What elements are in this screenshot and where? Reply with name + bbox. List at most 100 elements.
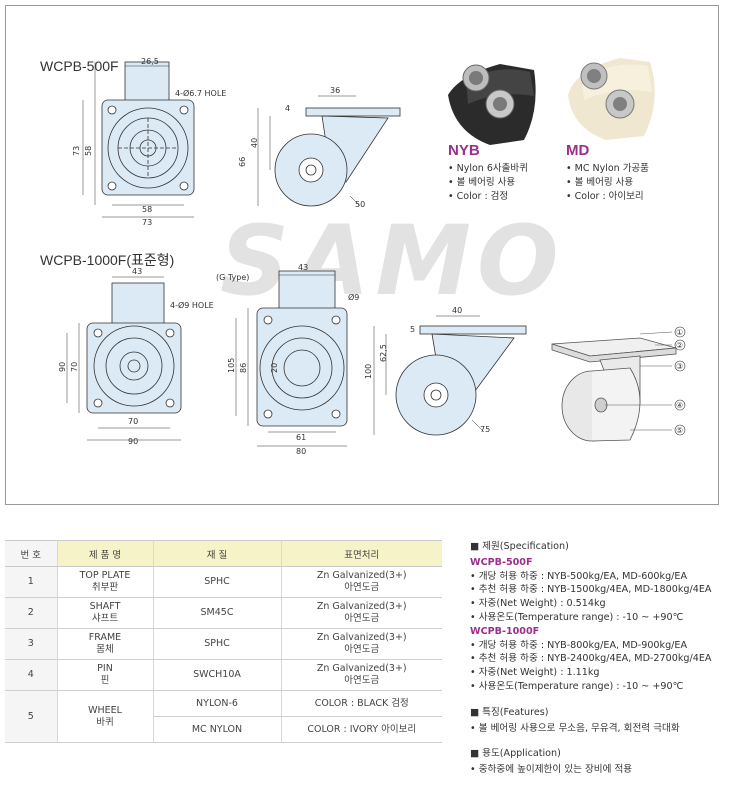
cell-finish: COLOR : BLACK 검정 bbox=[281, 690, 442, 717]
product-nyb-item: Nylon 6사출바퀴 bbox=[448, 162, 528, 176]
cell-material: SPHC bbox=[153, 628, 282, 660]
cell-material: SWCH10A bbox=[153, 659, 282, 691]
cell-material: NYLON-6 bbox=[153, 690, 282, 717]
spec-list-500: 개당 허용 하중 : NYB-500kg/EA, MD-600kg/EA 추천 … bbox=[470, 570, 725, 625]
dim-g-9: Ø9 bbox=[348, 292, 359, 302]
dim-1000-top: 43 bbox=[132, 267, 142, 276]
dim-1000-h90: 90 bbox=[58, 362, 67, 372]
cell-no: 1 bbox=[5, 566, 58, 598]
header-material: 재 질 bbox=[153, 540, 282, 567]
dim-1000-side100: 100 bbox=[364, 364, 373, 379]
dim-1000-hole: 4-Ø9 HOLE bbox=[170, 300, 214, 310]
name-en: TOP PLATE bbox=[79, 570, 131, 581]
features-block: 특징(Features) 볼 베어링 사용으로 무소음, 무유격, 회전력 극대… bbox=[470, 706, 725, 736]
dim-1000-w90: 90 bbox=[128, 437, 138, 446]
product-md-item: MC Nylon 가공품 bbox=[566, 162, 649, 176]
callout-3: ③ bbox=[676, 362, 683, 371]
application-title: 용도(Application) bbox=[470, 747, 725, 761]
cell-finish: Zn Galvanized(3+)아연도금 bbox=[281, 628, 442, 660]
finish-en: Zn Galvanized(3+) bbox=[316, 601, 407, 612]
dim-500-hole: 4-Ø6.7 HOLE bbox=[175, 88, 226, 98]
dim-g-43: 43 bbox=[298, 263, 308, 272]
dim-g-105: 105 bbox=[227, 358, 236, 373]
finish-ko: 아연도금 bbox=[344, 582, 380, 593]
callout-2: ② bbox=[676, 341, 683, 350]
header-no: 번 호 bbox=[5, 540, 58, 567]
name-en: PIN bbox=[97, 663, 113, 674]
cell-no: 3 bbox=[5, 628, 58, 660]
product-md-list: MC Nylon 가공품 볼 베어링 사용 Color : 아이보리 bbox=[566, 162, 649, 204]
spec-title: 제원(Specification) bbox=[470, 540, 725, 554]
dim-g-86: 86 bbox=[239, 363, 248, 373]
cell-material: SPHC bbox=[153, 566, 282, 598]
side-view-1000 bbox=[373, 315, 527, 436]
dim-500-h58: 58 bbox=[84, 146, 93, 156]
model-label-500: WCPB-500F bbox=[40, 58, 119, 74]
finish-en: Zn Galvanized(3+) bbox=[316, 663, 407, 674]
callout-markers bbox=[674, 326, 686, 436]
spec-list-1000: 개당 허용 하중 : NYB-800kg/EA, MD-900kg/EA 추천 … bbox=[470, 639, 725, 694]
nyb-wheel-photo bbox=[448, 64, 536, 145]
finish-en: Zn Galvanized(3+) bbox=[316, 570, 407, 581]
name-en: WHEEL bbox=[88, 704, 122, 716]
application-block: 용도(Application) 중하중에 높이제한이 있는 장비에 적용 bbox=[470, 747, 725, 777]
dim-500-side4: 4 bbox=[285, 104, 290, 113]
technical-drawings: 26,5 4-Ø6.7 HOLE 73 58 58 73 36 4 40 66 … bbox=[58, 57, 686, 456]
spec-item: 사용온도(Temperature range) : -10 ~ +90℃ bbox=[470, 680, 725, 694]
name-ko: 몸체 bbox=[96, 644, 114, 655]
table-header-row: 번 호 제 품 명 재 질 표면처리 bbox=[5, 540, 442, 567]
callout-5: ⑤ bbox=[676, 426, 683, 435]
cell-no: 5 bbox=[5, 690, 58, 743]
dim-500-wheel: 50 bbox=[355, 200, 365, 209]
product-nyb-item: 볼 베어링 사용 bbox=[448, 176, 528, 190]
dim-500-h73: 73 bbox=[72, 146, 81, 156]
cell-finish: Zn Galvanized(3+)아연도금 bbox=[281, 659, 442, 691]
cell-finish: Zn Galvanized(3+)아연도금 bbox=[281, 566, 442, 598]
cell-finish: Zn Galvanized(3+)아연도금 bbox=[281, 597, 442, 629]
samo-watermark: SAMO bbox=[220, 205, 565, 317]
cell-material: MC NYLON bbox=[153, 716, 282, 743]
finish-ko: 아연도금 bbox=[344, 613, 380, 624]
name-en: FRAME bbox=[88, 632, 122, 643]
features-item: 볼 베어링 사용으로 무소음, 무유격, 회전력 극대화 bbox=[470, 722, 725, 736]
name-ko: 취부판 bbox=[91, 582, 119, 593]
features-title: 특징(Features) bbox=[470, 706, 725, 720]
spec-item: 사용온도(Temperature range) : -10 ~ +90℃ bbox=[470, 611, 725, 625]
finish-ko: 아연도금 bbox=[344, 675, 380, 686]
product-md-item: Color : 아이보리 bbox=[566, 190, 649, 204]
spec-item: 자중(Net Weight) : 1.11kg bbox=[470, 666, 725, 680]
spec-block: 제원(Specification) WCPB-500F 개당 허용 하중 : N… bbox=[470, 540, 725, 694]
dim-g-61: 61 bbox=[296, 433, 306, 442]
product-nyb-list: Nylon 6사출바퀴 볼 베어링 사용 Color : 검정 bbox=[448, 162, 528, 204]
name-ko: 샤프트 bbox=[91, 613, 119, 624]
table-row-wheel-b: MC NYLON COLOR : IVORY 아이보리 bbox=[5, 716, 442, 743]
application-list: 중하중에 높이제한이 있는 장비에 적용 bbox=[470, 763, 725, 777]
spec-item: 자중(Net Weight) : 0.514kg bbox=[470, 597, 725, 611]
dim-500-top: 26,5 bbox=[141, 57, 159, 66]
dim-500-side36: 36 bbox=[330, 86, 340, 95]
product-nyb-title: NYB bbox=[448, 142, 480, 159]
dim-1000-w70: 70 bbox=[128, 417, 138, 426]
md-wheel-photo bbox=[568, 58, 655, 140]
product-nyb-item: Color : 검정 bbox=[448, 190, 528, 204]
dim-1000-side5: 5 bbox=[410, 325, 415, 334]
spec-item: 개당 허용 하중 : NYB-800kg/EA, MD-900kg/EA bbox=[470, 639, 725, 653]
spec-item: 추천 허용 하중 : NYB-2400kg/4EA, MD-2700kg/4EA bbox=[470, 652, 725, 666]
g-type-view bbox=[235, 270, 348, 447]
finish-ko: 아연도금 bbox=[344, 644, 380, 655]
name-ko: 핀 bbox=[100, 675, 110, 686]
side-view-500 bbox=[257, 95, 401, 207]
spec-panel: 제원(Specification) WCPB-500F 개당 허용 하중 : N… bbox=[470, 540, 725, 789]
dim-1000-side40: 40 bbox=[452, 306, 462, 315]
dim-500-side66: 66 bbox=[238, 157, 247, 167]
